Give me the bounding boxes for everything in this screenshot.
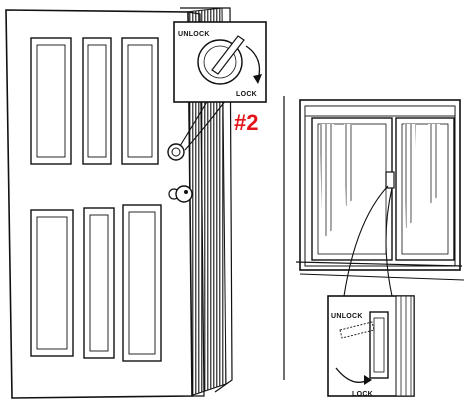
step-number-badge: #2 xyxy=(234,110,258,135)
window-latch-icon xyxy=(386,172,394,188)
window-scene: UNLOCK LOCK xyxy=(284,96,464,398)
window-latch-inset: UNLOCK LOCK xyxy=(328,296,414,398)
window-inset-unlock-label: UNLOCK xyxy=(331,313,363,320)
door-lower-panels xyxy=(31,205,161,361)
door-upper-panels xyxy=(31,38,158,164)
inset-unlock-label: UNLOCK xyxy=(178,31,210,38)
deadbolt-icon xyxy=(168,144,184,160)
deadbolt-inset: UNLOCK LOCK xyxy=(174,22,266,102)
door-scene: UNLOCK LOCK #2 xyxy=(6,8,266,398)
window-inset-lock-label: LOCK xyxy=(352,391,373,398)
inset-lock-label: LOCK xyxy=(236,91,257,98)
